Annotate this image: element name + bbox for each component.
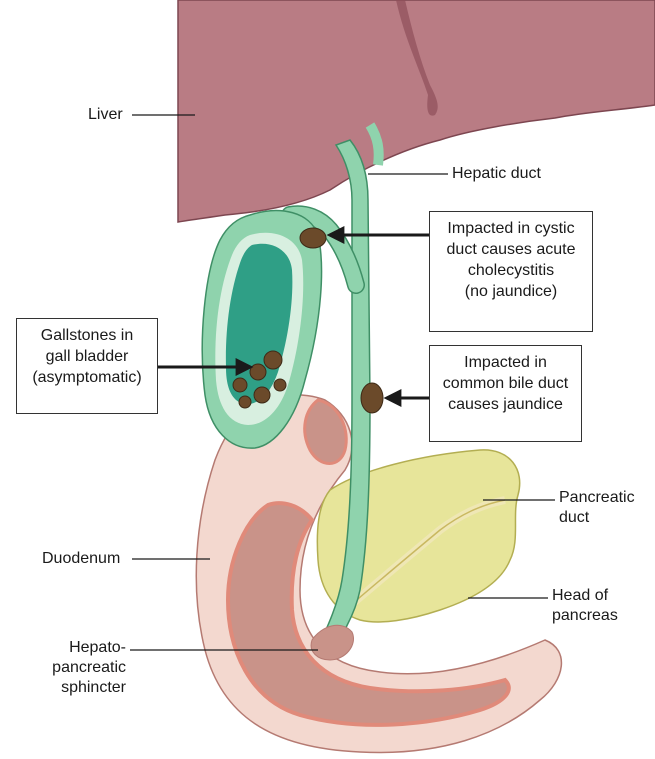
gallbladder-line1: Gallstones in <box>17 325 157 346</box>
duodenum-label: Duodenum <box>42 549 120 569</box>
sphincter-line2: pancreatic <box>40 658 126 678</box>
head-of-pancreas-line2: pancreas <box>552 606 618 626</box>
common-bile-line2: common bile duct <box>430 373 581 394</box>
cystic-duct-callout: Impacted in cystic duct causes acute cho… <box>429 211 593 332</box>
common-bile-duct-callout: Impacted in common bile duct causes jaun… <box>429 345 582 442</box>
common-bile-line1: Impacted in <box>430 352 581 373</box>
head-of-pancreas-label: Head of pancreas <box>552 586 618 626</box>
head-of-pancreas-line1: Head of <box>552 586 618 606</box>
cystic-line3: cholecystitis <box>430 260 592 281</box>
liver-label: Liver <box>88 105 123 125</box>
hepatic-duct-label: Hepatic duct <box>452 164 541 184</box>
cystic-duct-stone <box>300 228 326 248</box>
sphincter <box>311 625 353 660</box>
cystic-line1: Impacted in cystic <box>430 218 592 239</box>
gallbladder-line3: (asymptomatic) <box>17 367 157 388</box>
cystic-line4: (no jaundice) <box>430 281 592 302</box>
liver <box>178 0 655 222</box>
pancreatic-duct-label: Pancreatic duct <box>559 488 635 528</box>
gallbladder-callout: Gallstones in gall bladder (asymptomatic… <box>16 318 158 414</box>
pancreatic-duct-line1: Pancreatic <box>559 488 635 508</box>
cystic-line2: duct causes acute <box>430 239 592 260</box>
gallbladder-line2: gall bladder <box>17 346 157 367</box>
sphincter-line1: Hepato- <box>40 638 126 658</box>
sphincter-label: Hepato- pancreatic sphincter <box>40 638 126 698</box>
common-bile-duct-stone <box>361 383 383 413</box>
pancreatic-duct-line2: duct <box>559 508 635 528</box>
common-bile-line3: causes jaundice <box>430 394 581 415</box>
sphincter-line3: sphincter <box>40 678 126 698</box>
